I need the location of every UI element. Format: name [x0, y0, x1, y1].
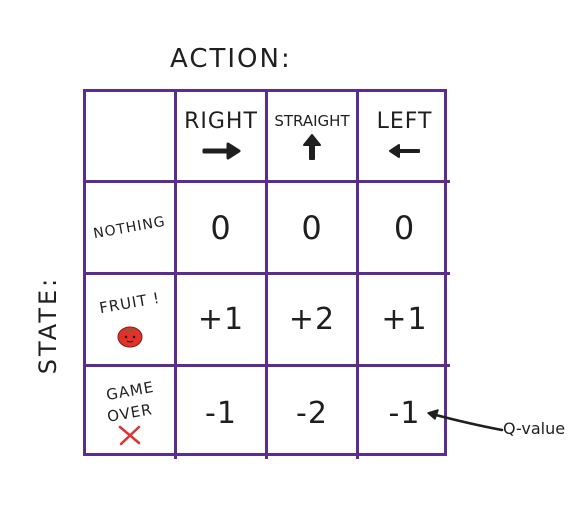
q-cell-gameover-left: -1 — [359, 367, 450, 459]
row-label-fruit: FRUIT ! — [98, 288, 162, 317]
q-value: +1 — [381, 302, 428, 337]
q-value: +1 — [197, 302, 245, 337]
column-label-right: RIGHT — [184, 108, 258, 134]
tomato-icon — [117, 326, 143, 347]
q-cell-fruit-right: +1 — [177, 275, 268, 367]
q-cell-fruit-straight: +2 — [268, 275, 359, 367]
q-value: -2 — [296, 395, 328, 431]
left-arrow-icon — [388, 143, 420, 158]
q-value: +2 — [288, 302, 336, 337]
q-cell-nothing-left: 0 — [359, 183, 450, 275]
column-header-left: LEFT — [359, 92, 450, 183]
q-value: 0 — [210, 208, 232, 247]
q-value: 0 — [393, 208, 416, 247]
annotation-arrow-icon — [427, 409, 504, 432]
q-value: -1 — [388, 395, 421, 431]
q-cell-gameover-right: -1 — [177, 367, 268, 459]
row-header-nothing: NOTHING — [86, 183, 177, 275]
state-title: STATE: — [34, 275, 62, 375]
q-cell-fruit-left: +1 — [359, 275, 450, 367]
action-title: ACTION: — [170, 44, 292, 74]
q-cell-nothing-right: 0 — [177, 183, 268, 275]
empty-corner-cell — [86, 92, 177, 183]
q-value-annotation-label: Q-value — [503, 419, 566, 438]
row-header-game-over: GAME OVER — [86, 367, 177, 459]
row-label-nothing: NOTHING — [92, 213, 168, 242]
row-header-fruit: FRUIT ! — [86, 275, 177, 367]
right-arrow-icon — [202, 142, 241, 159]
column-label-straight: STRAIGHT — [274, 112, 350, 130]
q-cell-gameover-straight: -2 — [268, 367, 359, 459]
column-header-right: RIGHT — [177, 92, 268, 183]
q-value: 0 — [301, 208, 323, 247]
red-x-icon — [118, 425, 141, 446]
q-cell-nothing-straight: 0 — [268, 183, 359, 275]
up-arrow-icon — [303, 134, 321, 160]
column-header-straight: STRAIGHT — [268, 92, 359, 183]
q-table: RIGHT STRAIGHT LEFT NOTHING 0 0 0 FRUIT … — [83, 89, 450, 459]
q-value: -1 — [205, 395, 237, 431]
column-label-left: LEFT — [376, 108, 433, 134]
